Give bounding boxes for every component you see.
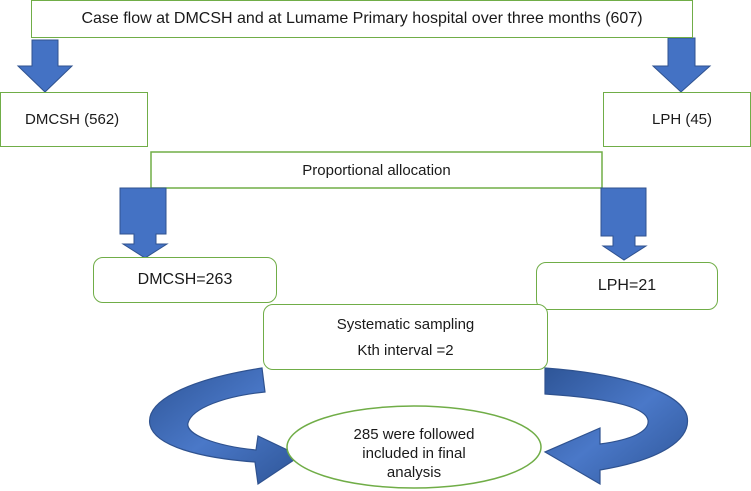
header-box: Case flow at DMCSH and at Lumame Primary…	[31, 0, 693, 38]
result-ellipse	[286, 405, 542, 489]
dmcsh-sample-box: DMCSH=263	[93, 257, 277, 303]
arrow-down-to-dmcsh-sample	[119, 187, 169, 259]
arrow-down-to-lph	[651, 37, 712, 93]
curved-arrow-right	[543, 367, 689, 486]
dmcsh-sample-label: DMCSH=263	[137, 271, 233, 288]
sampling-title: Systematic sampling	[336, 315, 475, 333]
sampling-interval: Kth interval =2	[357, 341, 454, 359]
result-line-2: included in final	[362, 445, 466, 462]
arrow-down-to-dmcsh	[16, 39, 74, 93]
result-text: 285 were followed included in final anal…	[300, 425, 528, 482]
dmcsh-total-box: DMCSH (562)	[0, 92, 148, 147]
arrow-down-to-lph-sample	[600, 187, 648, 261]
lph-total-label: LPH (45)	[652, 111, 713, 128]
header-text: Case flow at DMCSH and at Lumame Primary…	[81, 10, 643, 27]
curved-arrow-left	[149, 367, 302, 486]
result-line-1: 285 were followed	[353, 426, 475, 443]
allocation-label: Proportional allocation	[302, 162, 451, 179]
dmcsh-total-label: DMCSH (562)	[25, 111, 120, 128]
lph-sample-box: LPH=21	[536, 262, 718, 310]
lph-total-box: LPH (45)	[603, 92, 751, 147]
result-line-3: analysis	[386, 464, 442, 481]
allocation-bracket	[150, 151, 603, 188]
sampling-box: Systematic sampling Kth interval =2	[263, 304, 548, 370]
lph-sample-label: LPH=21	[597, 277, 657, 294]
